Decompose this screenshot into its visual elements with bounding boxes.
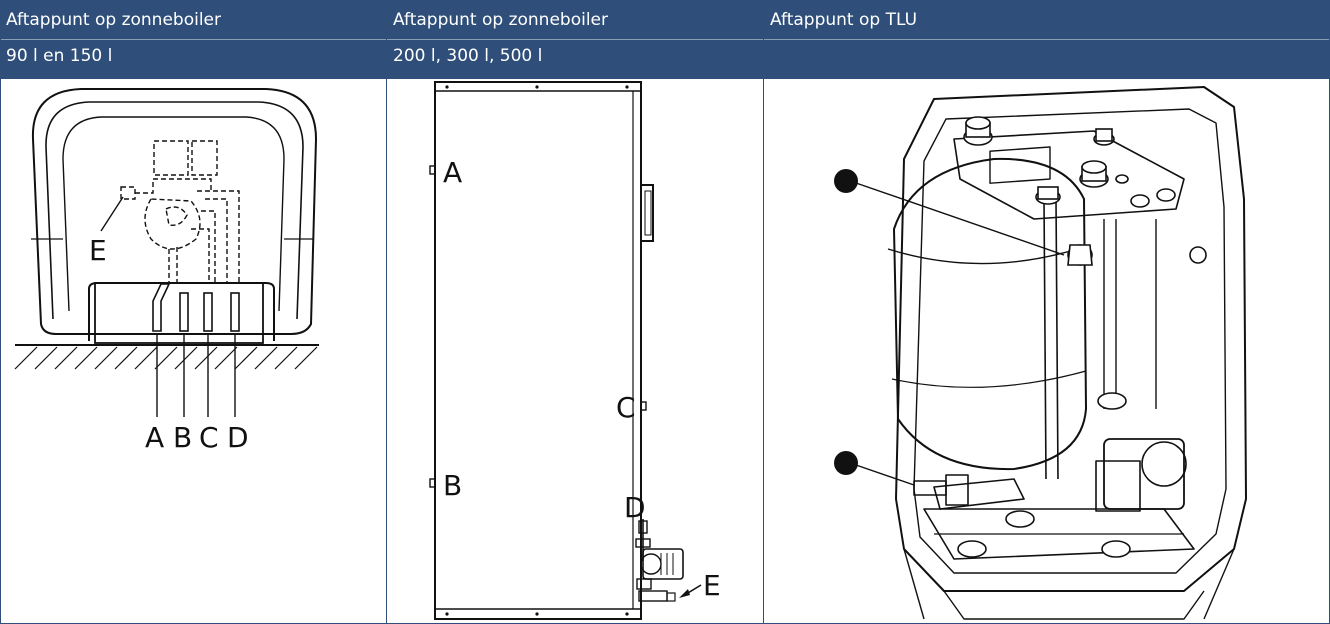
grid-line [386, 0, 387, 624]
label-d: D [624, 491, 646, 524]
figure-cell-small-boiler: A B C D E [1, 79, 386, 623]
figure-cell-tall-boiler: A B C D E [387, 79, 763, 623]
label-e: E [89, 234, 107, 267]
label-c: C [199, 421, 219, 454]
label-a: A [145, 421, 164, 454]
figure-cell-tlu: ❶ ❷ [764, 79, 1329, 623]
column-subtitle: 200 l, 300 l, 500 l [393, 46, 543, 66]
tall-boiler-drawing: A B C D E [429, 81, 721, 620]
column-title: Aftappunt op TLU [770, 10, 918, 30]
header-cell-2: Aftappunt op zonneboiler 200 l, 300 l, 5… [387, 0, 763, 78]
label-b: B [443, 469, 462, 502]
label-e: E [703, 569, 721, 602]
label-d: D [227, 421, 249, 454]
tlu-drawing: ❶ ❷ [834, 86, 1247, 620]
grid-line [763, 0, 764, 624]
small-boiler-drawing: A B C D E [14, 88, 319, 454]
column-title: Aftappunt op zonneboiler [6, 10, 222, 30]
grid-line [0, 78, 1330, 79]
header-separator [387, 39, 763, 40]
header-cell-1: Aftappunt op zonneboiler 90 l en 150 l [0, 0, 386, 78]
label-b: B [173, 421, 192, 454]
callout-1: ❶ [834, 168, 856, 196]
column-subtitle: 90 l en 150 l [6, 46, 113, 66]
grid-line [0, 0, 1, 624]
column-title: Aftappunt op zonneboiler [393, 10, 609, 30]
header-separator [0, 39, 386, 40]
label-a: A [443, 156, 462, 189]
label-c: C [616, 391, 636, 424]
header-separator [764, 39, 1330, 40]
callout-2: ❷ [834, 450, 856, 478]
header-cell-3: Aftappunt op TLU [764, 0, 1330, 78]
